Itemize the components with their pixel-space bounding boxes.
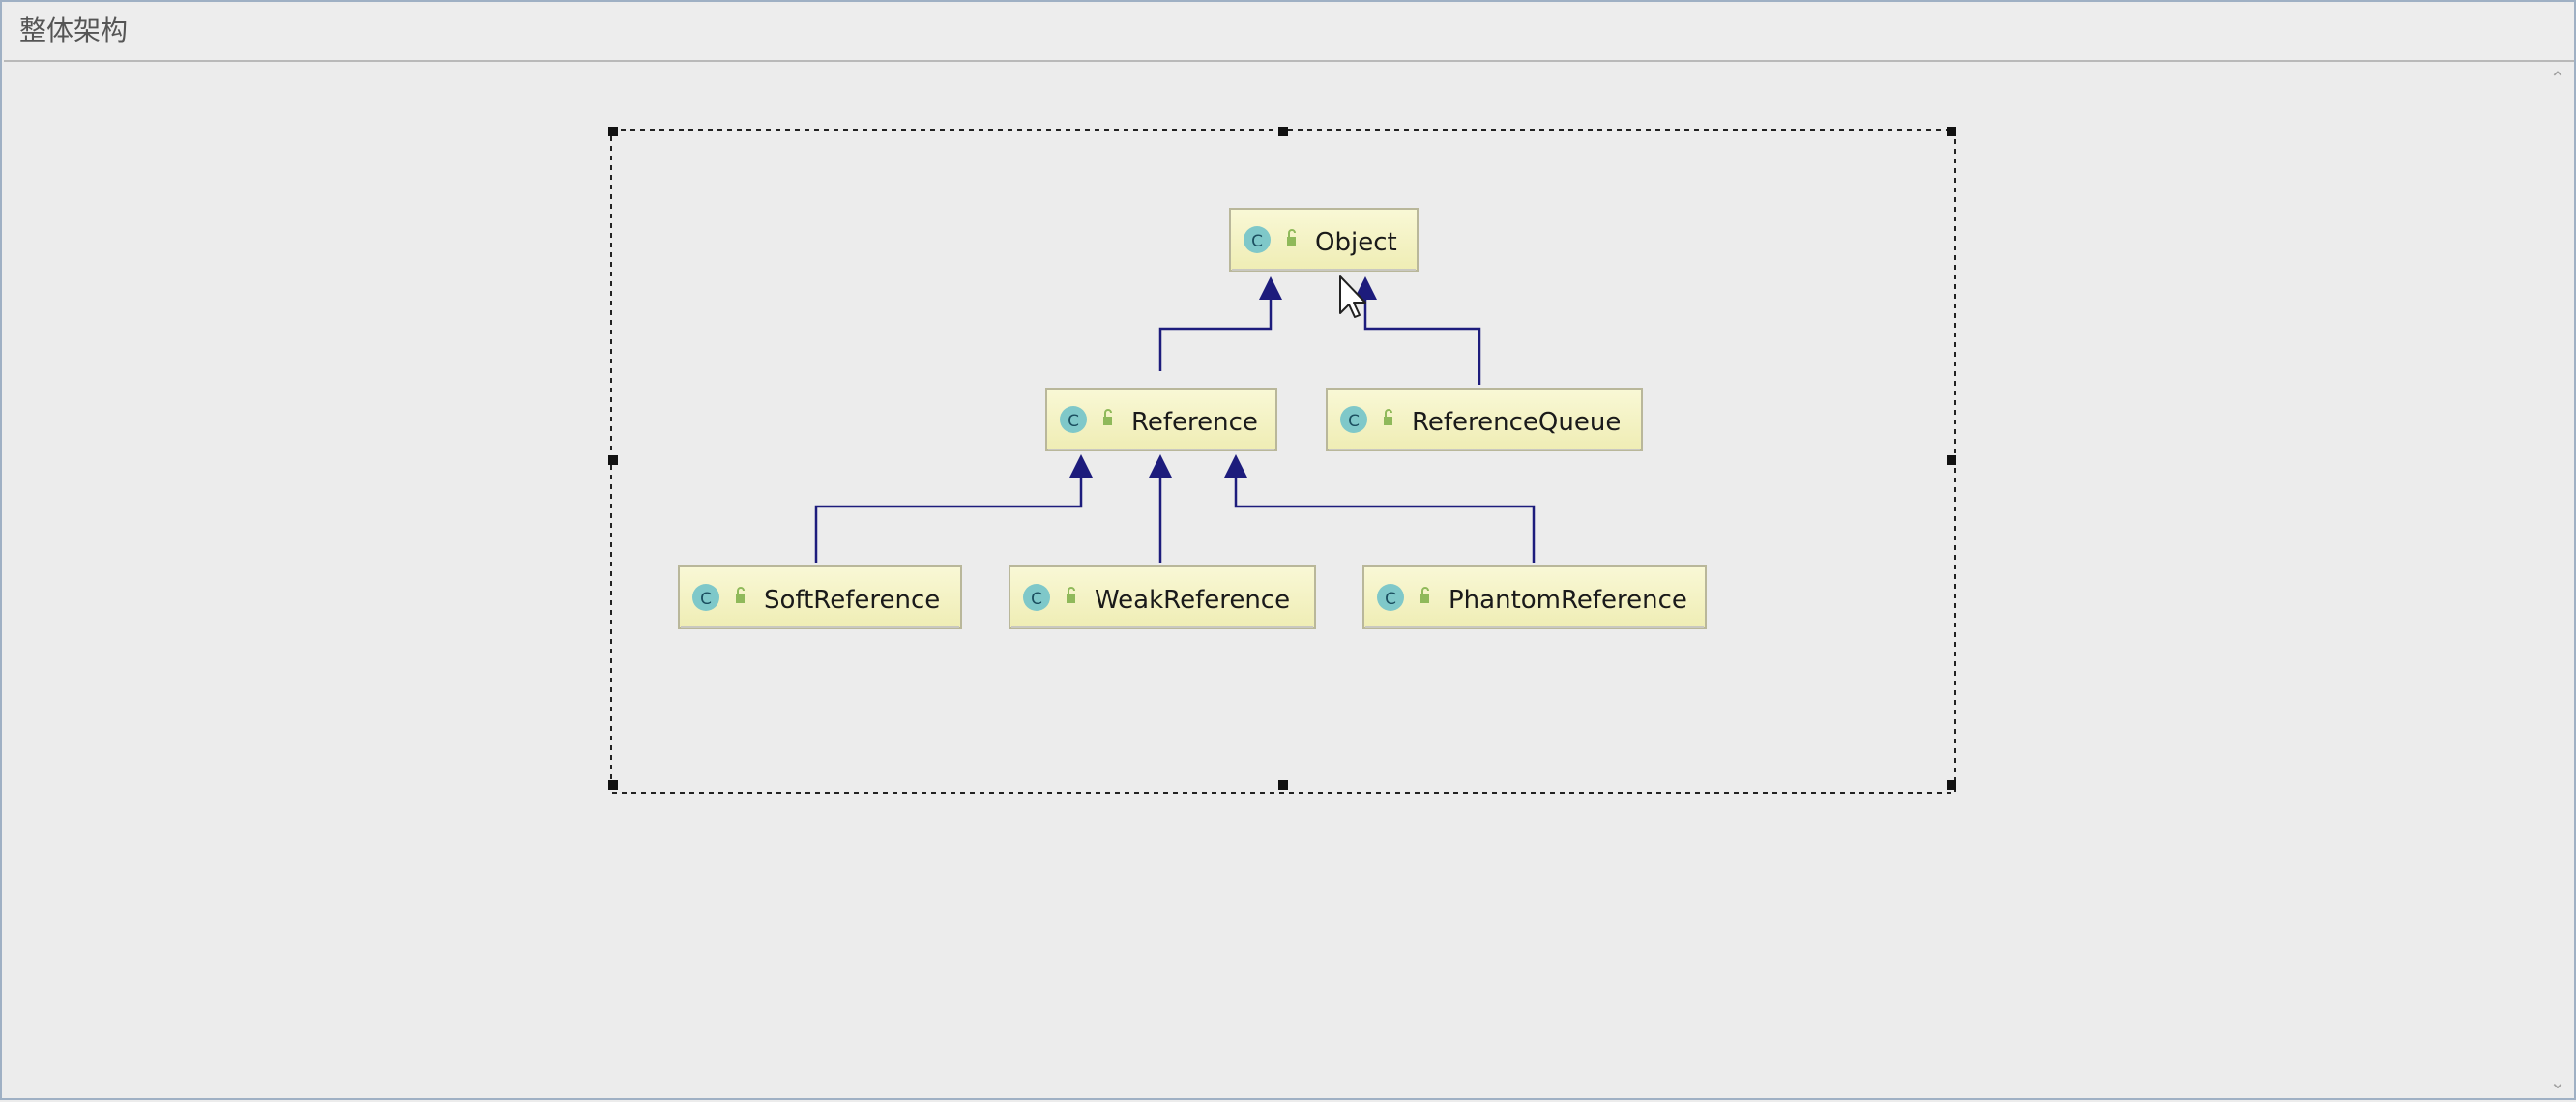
class-name: SoftReference	[764, 586, 940, 615]
resize-handle-s[interactable]	[1278, 780, 1288, 790]
class-node-referencequeue[interactable]: C ReferenceQueue	[1326, 388, 1643, 451]
class-node-weakreference[interactable]: C WeakReference	[1009, 566, 1316, 629]
lock-icon	[1384, 417, 1392, 425]
resize-handle-ne[interactable]	[1947, 127, 1956, 136]
class-node-reference[interactable]: C Reference	[1045, 388, 1277, 451]
class-name: ReferenceQueue	[1412, 408, 1621, 437]
lock-icon	[1420, 594, 1429, 603]
chevron-down-icon[interactable]: ⌄	[2549, 1070, 2566, 1093]
diagram-canvas[interactable]: C Object C Reference C	[6, 62, 2539, 1098]
class-name: Object	[1315, 228, 1397, 257]
class-icon	[1340, 406, 1367, 433]
class-name: WeakReference	[1095, 586, 1290, 615]
class-name: PhantomReference	[1449, 586, 1687, 615]
edge-reference-object	[1158, 284, 1273, 371]
class-node-phantomreference[interactable]: C PhantomReference	[1362, 566, 1707, 629]
window-title: 整体架构	[19, 14, 129, 46]
class-icon	[692, 584, 719, 611]
title-bar: 整体架构	[4, 4, 2574, 62]
resize-handle-e[interactable]	[1947, 455, 1956, 465]
arrowhead-icon	[1224, 454, 1247, 478]
resize-handle-sw[interactable]	[608, 780, 618, 790]
edge-phantomreference-reference	[1234, 462, 1536, 563]
lock-icon	[1287, 237, 1296, 246]
resize-handle-nw[interactable]	[608, 127, 618, 136]
class-icon	[1377, 584, 1404, 611]
resize-handle-n[interactable]	[1278, 127, 1288, 136]
resize-handle-w[interactable]	[608, 455, 618, 465]
class-node-object[interactable]: C Object	[1229, 208, 1419, 272]
arrowhead-icon	[1259, 276, 1282, 300]
vertical-scrollbar[interactable]: ⌃ ⌄	[2543, 62, 2572, 1098]
class-node-softreference[interactable]: C SoftReference	[678, 566, 962, 629]
chevron-up-icon[interactable]: ⌃	[2549, 67, 2566, 90]
class-icon	[1244, 226, 1271, 253]
resize-handle-se[interactable]	[1947, 780, 1956, 790]
class-badge: C	[1385, 590, 1396, 609]
mouse-cursor-icon	[1339, 276, 1366, 318]
class-badge: C	[700, 590, 712, 609]
class-badge: C	[1251, 232, 1263, 251]
lock-icon	[736, 594, 745, 603]
edge-softreference-reference	[814, 462, 1083, 563]
class-badge: C	[1348, 412, 1360, 431]
lock-icon	[1067, 594, 1075, 603]
lock-icon	[1103, 417, 1112, 425]
class-diagram: C Object C Reference C	[608, 127, 1956, 794]
arrowhead-icon	[1149, 454, 1172, 478]
inheritance-edges	[814, 284, 1536, 563]
edge-referencequeue-object	[1363, 284, 1481, 385]
class-badge: C	[1068, 412, 1079, 431]
class-icon	[1060, 406, 1087, 433]
inheritance-arrowheads	[1069, 276, 1377, 478]
class-badge: C	[1031, 590, 1042, 609]
selection-frame[interactable]	[608, 127, 1956, 794]
arrowhead-icon	[1069, 454, 1093, 478]
arrowhead-icon	[1354, 276, 1377, 300]
class-name: Reference	[1131, 408, 1258, 437]
class-icon	[1023, 584, 1050, 611]
